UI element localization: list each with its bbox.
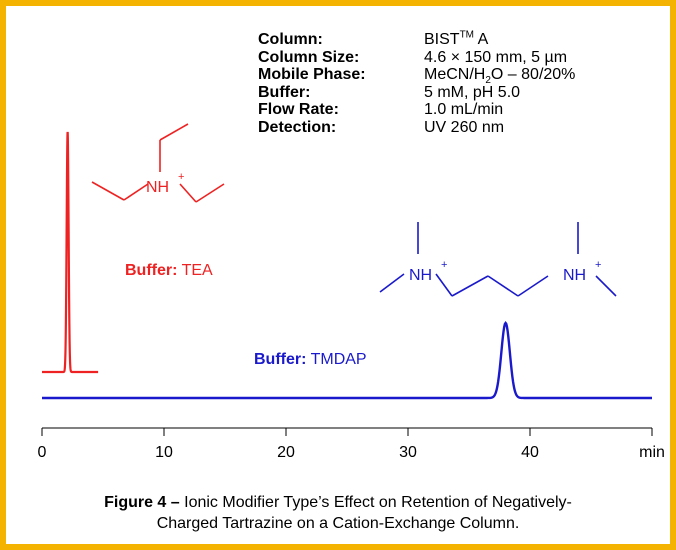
conditions-labels: Column: Column Size: Mobile Phase: Buffe… <box>258 31 366 137</box>
x-tick-label: 40 <box>521 444 539 461</box>
tmdap-series-label: Buffer: TMDAP <box>254 351 367 368</box>
tmdap-nh-label-2: NH <box>563 267 586 284</box>
tmdap-series-label-rest: TMDAP <box>306 351 366 368</box>
mobile-phase-label: Mobile Phase: <box>258 66 366 84</box>
column-label: Column: <box>258 31 323 48</box>
tmdap-plus-label-1: + <box>441 259 447 271</box>
tmdap-nh-label-1: NH <box>409 267 432 284</box>
tea-series-label-rest: TEA <box>177 262 213 279</box>
column-value-main: BIST <box>424 31 460 48</box>
tea-trace <box>42 131 99 374</box>
tmdap-structure <box>379 222 617 297</box>
flow-rate-label: Flow Rate: <box>258 101 339 119</box>
tea-structure <box>91 123 225 203</box>
detection-value: UV 260 nm <box>424 118 505 136</box>
x-tick-label: 0 <box>38 444 47 461</box>
caption-line-1: Figure 4 – Ionic Modifier Type’s Effect … <box>20 492 656 513</box>
column-value: BISTTM A <box>424 29 575 49</box>
conditions-values: BISTTM A 4.6 × 150 mm, 5 µm MeCN/H2O – 8… <box>424 29 576 137</box>
mobile-phase-value-a: MeCN/H <box>424 66 486 84</box>
caption-line1-text: Ionic Modifier Type’s Effect on Retentio… <box>179 494 572 511</box>
caption-line-2: Charged Tartrazine on a Cation-Exchange … <box>156 515 520 532</box>
mobile-phase-value-b: O – 80/20% <box>490 66 576 84</box>
tmdap-plus-label-2: + <box>595 259 601 271</box>
mobile-phase-value: MeCN/H2O – 80/20% <box>424 66 576 87</box>
x-axis-ticks: 0 10 20 30 40 <box>38 428 653 461</box>
column-size-label: Column Size: <box>258 48 360 66</box>
column-size-value: 4.6 × 150 mm, 5 µm <box>424 48 568 66</box>
caption-prefix: Figure 4 – <box>104 494 180 511</box>
buffer-label: Buffer: <box>258 83 311 101</box>
tea-nh-label: NH <box>146 179 169 196</box>
detection-label: Detection: <box>258 118 337 136</box>
tmdap-trace <box>42 320 652 400</box>
tea-series-label: Buffer: TEA <box>125 262 213 279</box>
buffer-value: 5 mM, pH 5.0 <box>424 83 521 101</box>
tmdap-series-label-bold: Buffer: <box>254 351 306 368</box>
flow-rate-value: 1.0 mL/min <box>424 101 504 119</box>
figure-caption: Figure 4 – Ionic Modifier Type’s Effect … <box>20 492 656 534</box>
x-tick-label: 30 <box>399 444 417 461</box>
column-value-sup: TM <box>459 29 475 41</box>
x-tick-label: 10 <box>155 444 173 461</box>
mobile-phase-value-sub: 2 <box>485 75 491 87</box>
tea-plus-label: + <box>178 171 184 183</box>
x-axis-title: min <box>639 444 665 461</box>
tea-series-label-bold: Buffer: <box>125 262 177 279</box>
column-value-suffix: A <box>474 31 489 48</box>
x-tick-label: 20 <box>277 444 295 461</box>
